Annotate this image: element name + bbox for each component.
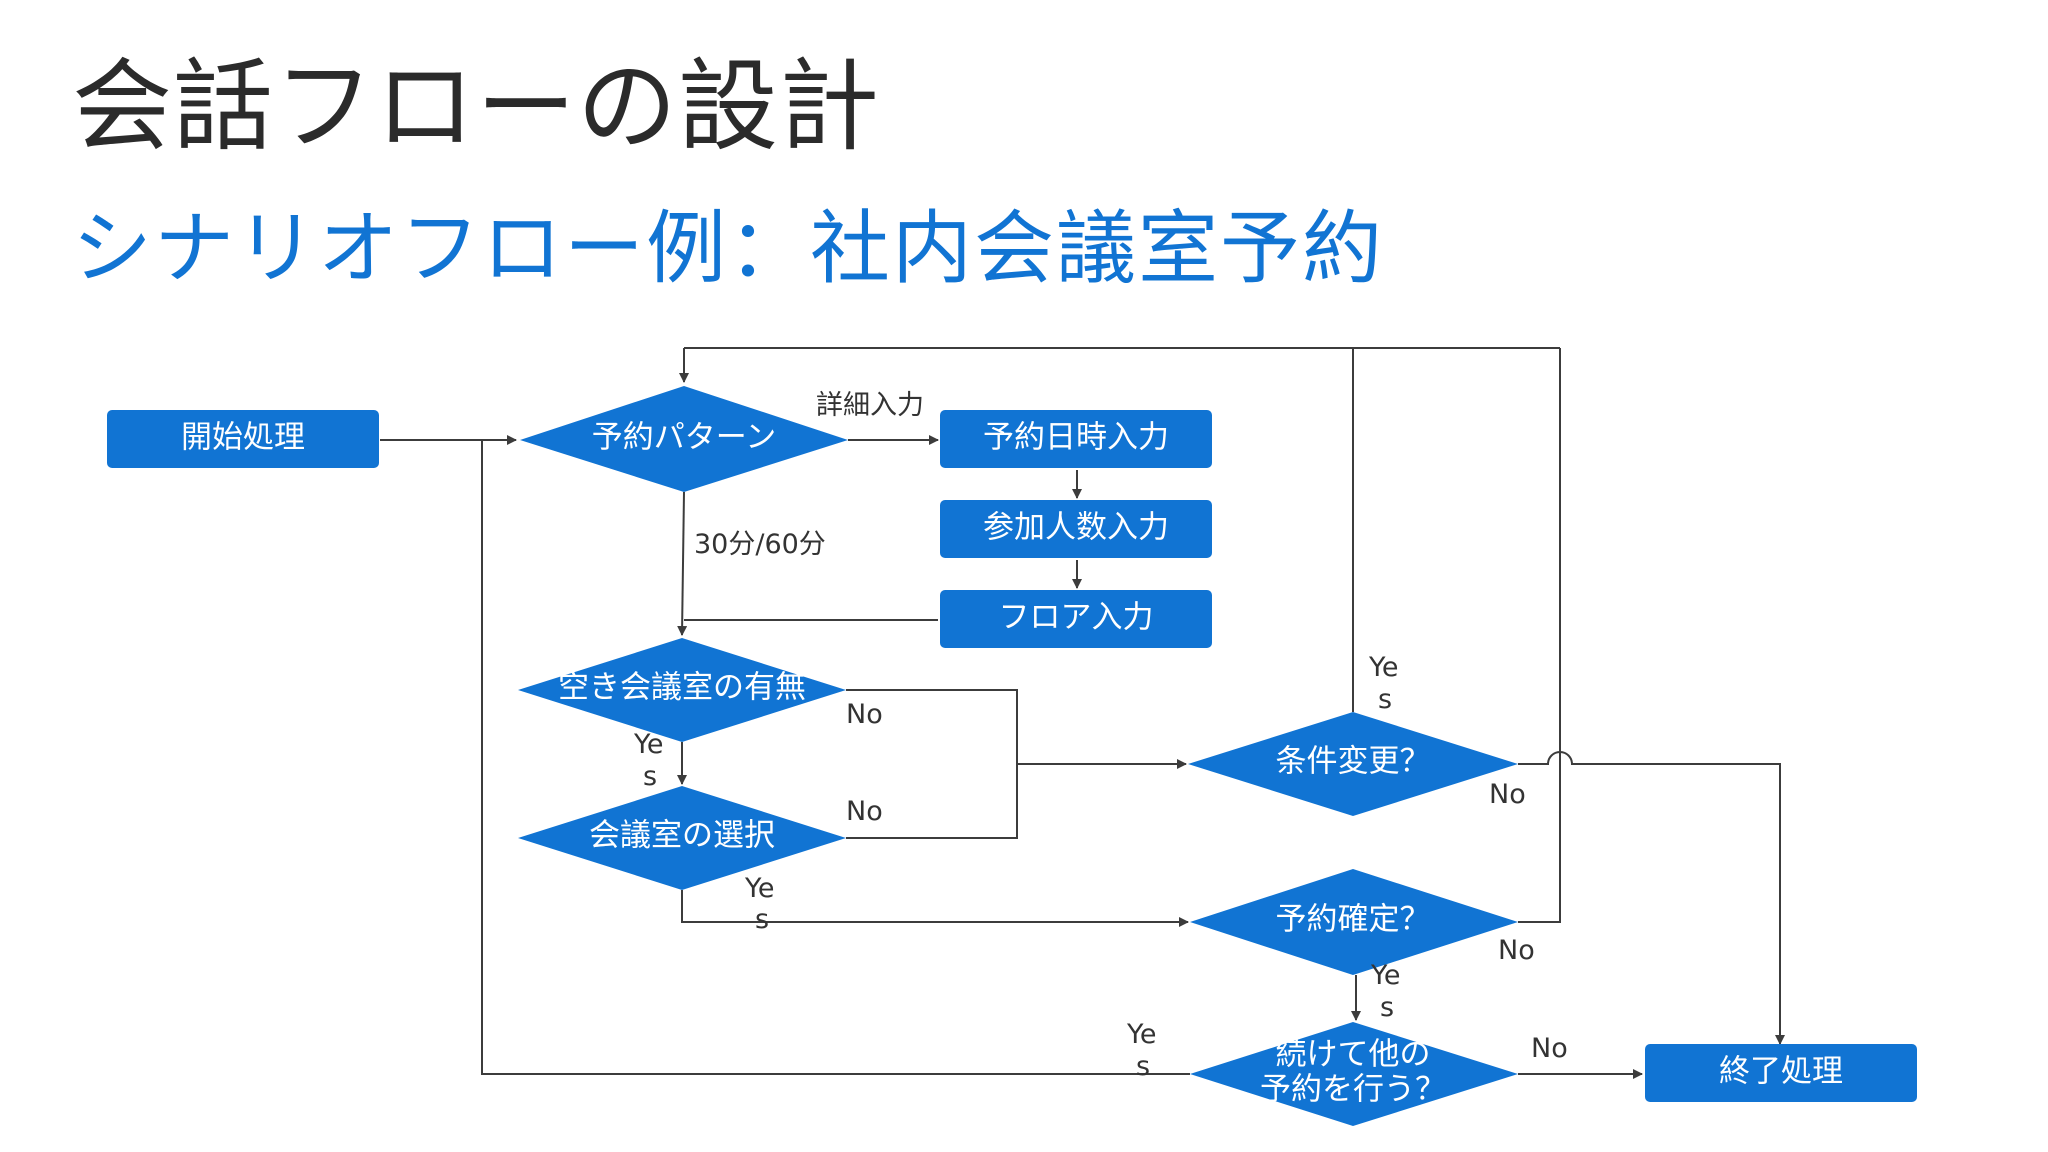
node-floor: フロア入力 (940, 590, 1212, 648)
edge-confirm-no (1518, 348, 1561, 923)
node-end: 終了処理 (1645, 1044, 1917, 1102)
node-datetime-label: 予約日時入力 (983, 420, 1169, 456)
node-datetime: 予約日時入力 (940, 410, 1212, 468)
edge-label-confirm-yes-2: s (1380, 992, 1394, 1023)
edge-label-change-no: No (1489, 779, 1526, 810)
edge-pattern-to-available (677, 491, 688, 636)
node-continue-label-1: 続けて他の (1276, 1037, 1431, 1073)
node-available-label: 空き会議室の有無 (558, 670, 806, 706)
edge-continue-yes (481, 440, 1190, 1075)
node-continue-label-2: 予約を行う？ (1260, 1072, 1446, 1108)
node-people: 参加人数入力 (940, 500, 1212, 558)
edge-label-detail: 詳細入力 (816, 390, 924, 421)
edge-label-select-no: No (846, 796, 883, 827)
edge-label-confirm-no: No (1498, 935, 1535, 966)
slide-subtitle: シナリオフロー例：社内会議室予約 (72, 202, 1384, 295)
edge-label-available-yes-1: Ye (633, 729, 664, 760)
node-select-label: 会議室の選択 (589, 818, 775, 854)
node-confirm: 予約確定？ (1190, 869, 1518, 975)
edge-label-available-yes-2: s (643, 761, 657, 792)
edge-change-no (1518, 751, 1785, 1045)
node-select: 会議室の選択 (518, 786, 846, 890)
node-available: 空き会議室の有無 (518, 638, 846, 742)
node-people-label: 参加人数入力 (983, 510, 1169, 546)
edge-label-confirm-yes-1: Ye (1370, 960, 1401, 991)
edge-label-change-yes-2: s (1378, 684, 1392, 715)
node-floor-label: フロア入力 (999, 600, 1154, 636)
node-pattern: 予約パターン (520, 386, 848, 492)
node-pattern-label: 予約パターン (592, 420, 776, 456)
connectors (380, 347, 1785, 1079)
edge-label-select-yes-2: s (755, 904, 769, 935)
node-change-label: 条件変更？ (1276, 744, 1431, 780)
slide-title: 会話フローの設計 (72, 48, 880, 165)
node-start-label: 開始処理 (181, 420, 305, 456)
edge-label-continue-no: No (1531, 1033, 1568, 1064)
edge-label-continue-yes-2: s (1136, 1051, 1150, 1082)
edge-select-to-confirm (681, 890, 1189, 927)
edge-label-available-no: No (846, 699, 883, 730)
node-confirm-label: 予約確定？ (1276, 902, 1431, 938)
edge-label-select-yes-1: Ye (744, 873, 775, 904)
node-change: 条件変更？ (1188, 712, 1518, 816)
edge-label-change-yes-1: Ye (1368, 652, 1399, 683)
node-continue: 続けて他の 予約を行う？ (1190, 1022, 1518, 1126)
edge-labels: 詳細入力 30分/60分 Ye s No No Ye s Ye s No No … (633, 390, 1568, 1082)
node-end-label: 終了処理 (1719, 1054, 1843, 1090)
node-start: 開始処理 (107, 410, 379, 468)
edge-label-duration: 30分/60分 (694, 529, 826, 560)
edge-label-continue-yes-1: Ye (1126, 1019, 1157, 1050)
